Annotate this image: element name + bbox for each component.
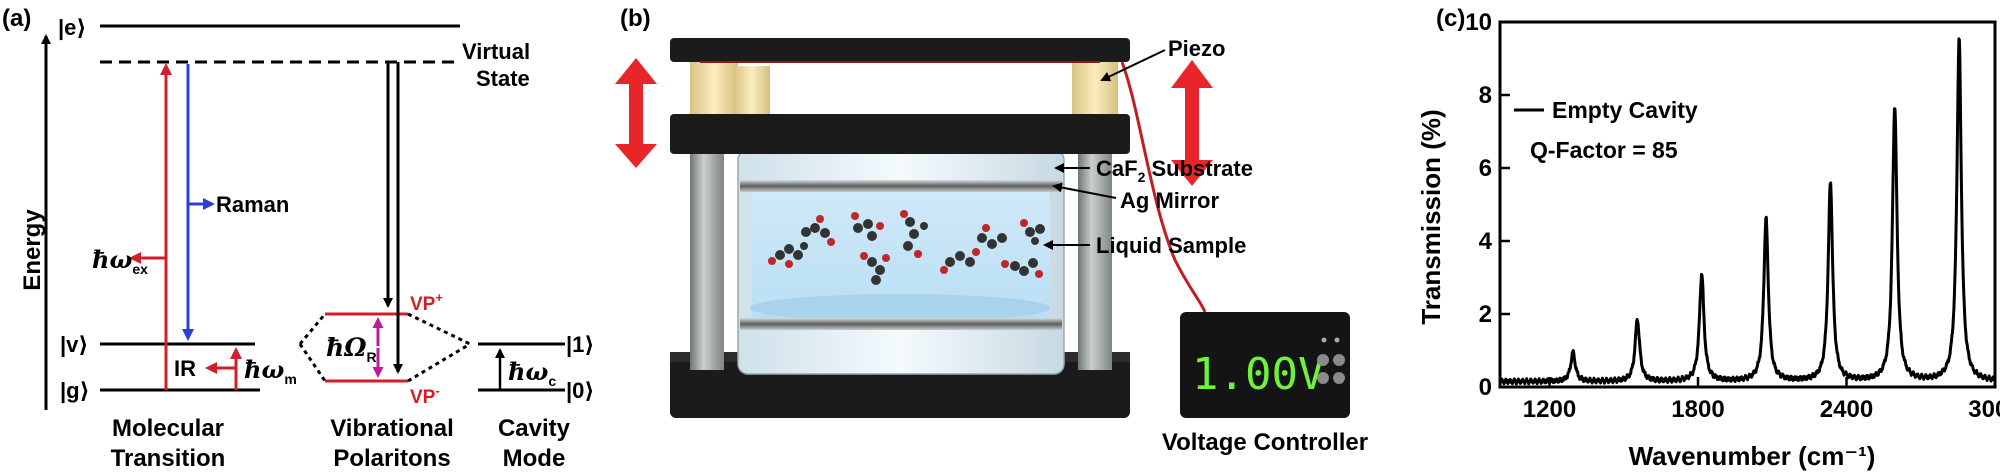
panel-a-label: (a) (2, 5, 31, 32)
energy-axis-label: Energy (19, 209, 46, 291)
panel-b-cavity-setup: (b) (615, 5, 1368, 456)
middle-plate (670, 114, 1130, 154)
vp-minus-label: VP- (410, 383, 440, 408)
panel-a-energy-diagram: (a) Energy |e⟩ Virtual State |v⟩ |g⟩ VP+… (2, 5, 594, 472)
hbar-omega-c-label: ħωc (508, 357, 556, 389)
bottom-ag-mirror (740, 318, 1062, 330)
virtual-state-label-2: State (476, 66, 530, 91)
v-level-label: |v⟩ (60, 332, 88, 357)
hbar-omega-m-label: ħωm (244, 355, 297, 387)
y-tick-label: 10 (1465, 9, 1492, 36)
piezo-label: Piezo (1168, 36, 1225, 61)
caption-molecular-1: Molecular (112, 415, 224, 442)
virtual-state-label-1: Virtual (462, 39, 530, 64)
controller-led-1 (1321, 337, 1327, 343)
panel-c-label: (c) (1436, 5, 1465, 32)
x-tick-label: 2400 (1820, 396, 1873, 423)
movement-arrow-left (615, 58, 657, 168)
excited-level-label: |e⟩ (58, 15, 86, 40)
x-axis-label: Wavenumber (cm⁻¹) (1629, 441, 1876, 471)
liquid-label: Liquid Sample (1096, 233, 1246, 258)
ag-mirror-label: Ag Mirror (1120, 188, 1219, 213)
g-level-label: |g⟩ (60, 378, 90, 403)
ag-mirror-pointer (1052, 182, 1117, 199)
voltage-controller-box (1180, 312, 1350, 418)
cavity-one-label: |1⟩ (566, 332, 594, 357)
x-tick-label: 1200 (1523, 396, 1576, 423)
hbar-omega-ex-label: ħωex (92, 245, 148, 277)
top-ag-mirror (740, 180, 1062, 192)
plot-frame (1498, 20, 1997, 389)
piezo-left-inner (734, 66, 770, 114)
voltage-display: 1.00V (1192, 349, 1324, 400)
controller-led-2 (1334, 337, 1340, 343)
y-tick-label: 2 (1479, 301, 1492, 328)
controller-knob-1 (1317, 354, 1329, 366)
bottom-mirror-surface (750, 294, 1050, 322)
cavity-zero-label: |0⟩ (566, 378, 594, 403)
x-tick-label: 3000 (1968, 396, 2000, 423)
piezo-pointer (1100, 49, 1166, 82)
q-factor-annotation: Q-Factor = 85 (1530, 137, 1678, 163)
movement-arrow-right (1171, 60, 1213, 186)
vp-plus-label: VP+ (410, 290, 443, 315)
controller-cable (1120, 61, 1207, 313)
y-tick-label: 8 (1479, 82, 1492, 109)
molecules (768, 210, 1045, 285)
piezo-right (1072, 62, 1118, 114)
caption-vibrational-1: Vibrational (330, 415, 454, 442)
caption-molecular-2: Transition (111, 445, 226, 472)
y-tick-label: 6 (1479, 155, 1492, 182)
chart-ticks: 1200 1800 2400 3000 0 2 4 6 8 10 (1465, 9, 2000, 423)
rabi-splitting-label: ħΩR (326, 333, 377, 365)
controller-knob-2 (1333, 354, 1345, 366)
y-tick-label: 4 (1479, 228, 1493, 255)
controller-knob-3 (1317, 372, 1329, 384)
y-tick-label: 0 (1479, 374, 1492, 401)
controller-label: Voltage Controller (1162, 429, 1368, 456)
ir-label: IR (174, 356, 196, 381)
raman-label: Raman (216, 192, 289, 217)
x-tick-label: 1800 (1671, 396, 1724, 423)
empty-cavity-series-line (1498, 37, 1997, 386)
caption-cavity-2: Mode (503, 445, 566, 472)
coupling-dotted-lines (298, 312, 471, 383)
legend-text: Empty Cavity (1552, 97, 1698, 123)
top-plate (670, 38, 1130, 62)
panel-c-transmission-chart: (c) Transmission (%) Wavenumber (cm⁻¹) 1… (1416, 5, 2000, 471)
panel-b-label: (b) (620, 5, 651, 32)
caf2-label: CaF2 Substrate (1096, 156, 1253, 185)
caption-cavity-1: Cavity (498, 415, 571, 442)
controller-knob-4 (1333, 372, 1345, 384)
y-axis-label: Transmission (%) (1416, 109, 1446, 324)
caption-vibrational-2: Polaritons (333, 445, 450, 472)
piezo-left (690, 62, 738, 114)
